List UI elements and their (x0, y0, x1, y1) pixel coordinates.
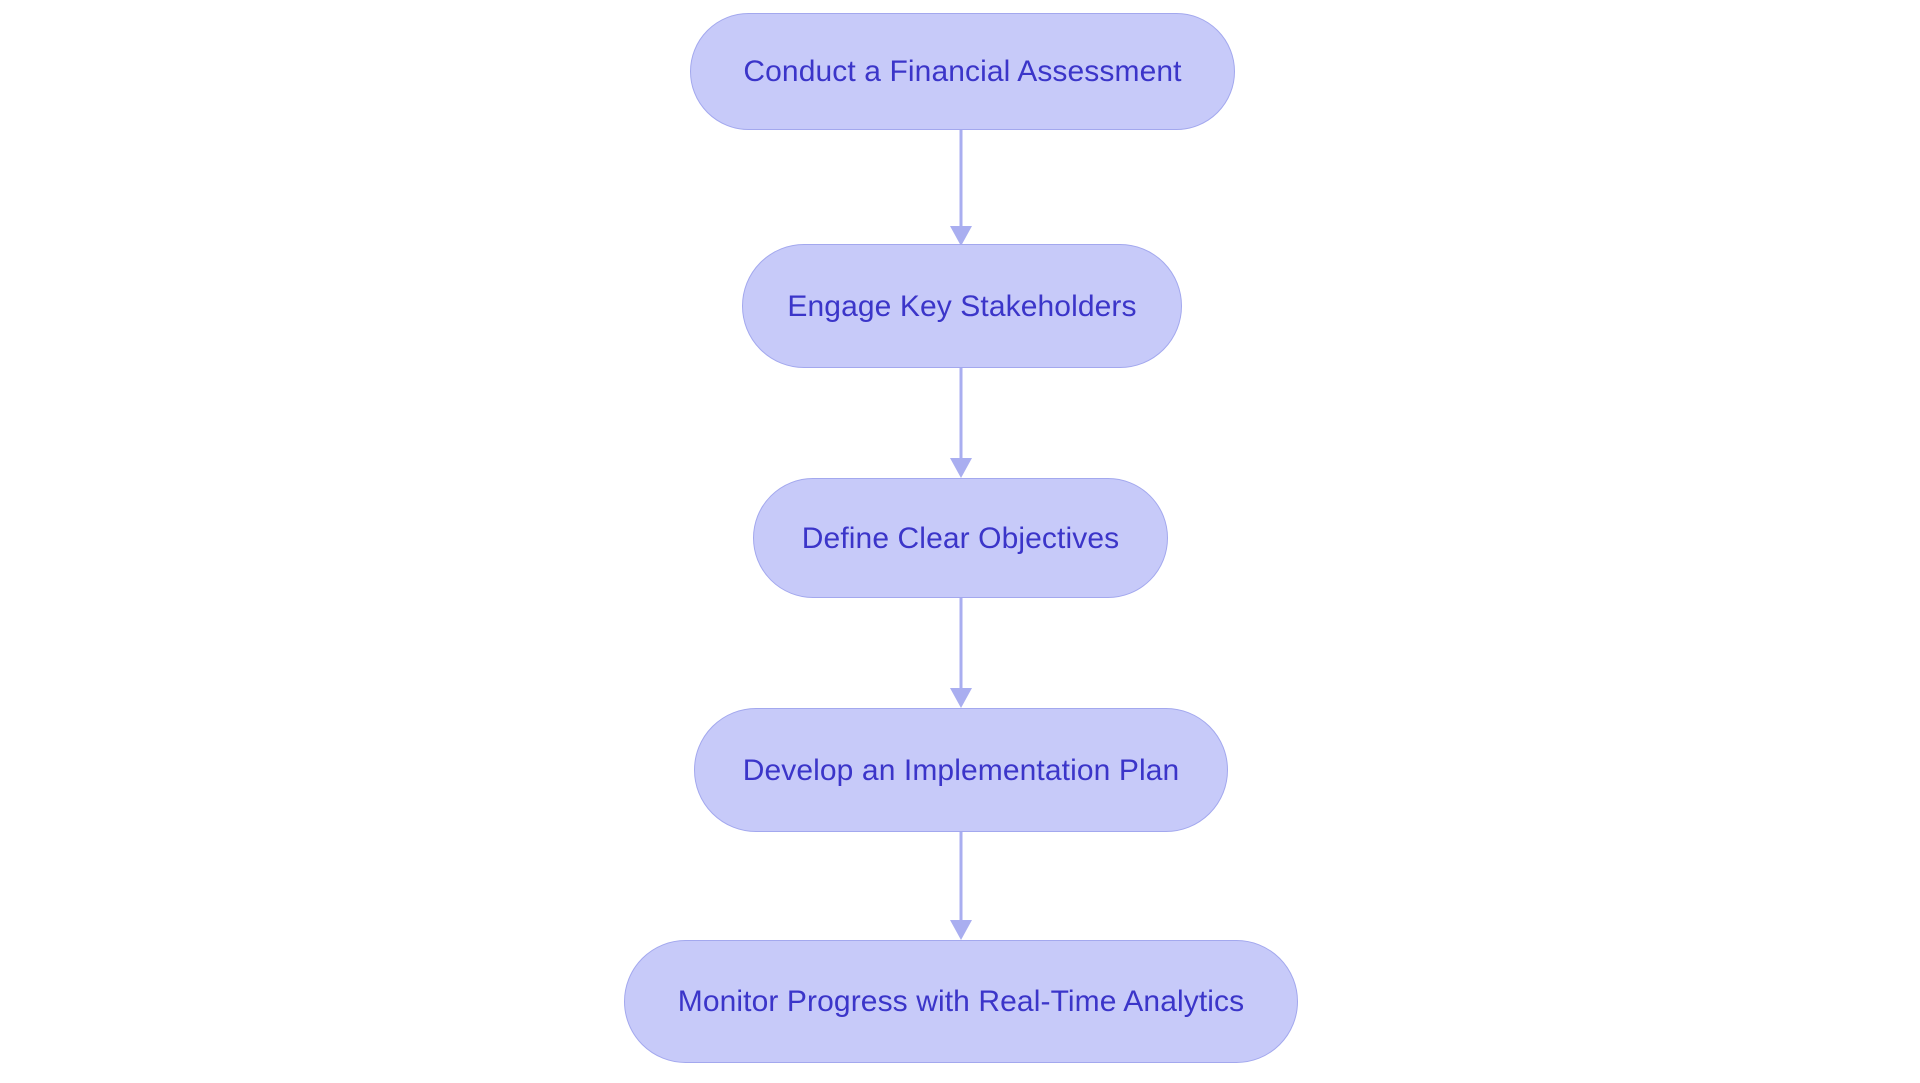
flow-node-label: Conduct a Financial Assessment (743, 55, 1182, 88)
flow-node-label: Develop an Implementation Plan (742, 753, 1180, 787)
edge-n1-n2 (950, 128, 972, 246)
edge-n3-n4 (950, 596, 972, 708)
edge-n2-n3 (950, 366, 972, 478)
edge-n4-n5 (950, 830, 972, 940)
arrowhead-icon (950, 688, 972, 708)
arrowhead-icon (950, 226, 972, 246)
arrowhead-icon (950, 920, 972, 940)
flow-node-conduct-a-financial-assessment[interactable]: Conduct a Financial Assessment (690, 13, 1235, 130)
flow-node-develop-an-implementation-plan[interactable]: Develop an Implementation Plan (694, 708, 1228, 832)
flow-node-label: Engage Key Stakeholders (787, 289, 1137, 323)
flow-node-define-clear-objectives[interactable]: Define Clear Objectives (753, 478, 1168, 598)
arrowhead-icon (950, 458, 972, 478)
flow-node-engage-key-stakeholders[interactable]: Engage Key Stakeholders (742, 244, 1182, 368)
flow-node-monitor-progress-with-real-time-analytics[interactable]: Monitor Progress with Real-Time Analytic… (624, 940, 1298, 1063)
flow-node-label: Monitor Progress with Real-Time Analytic… (677, 985, 1245, 1018)
flow-node-label: Define Clear Objectives (801, 521, 1120, 555)
